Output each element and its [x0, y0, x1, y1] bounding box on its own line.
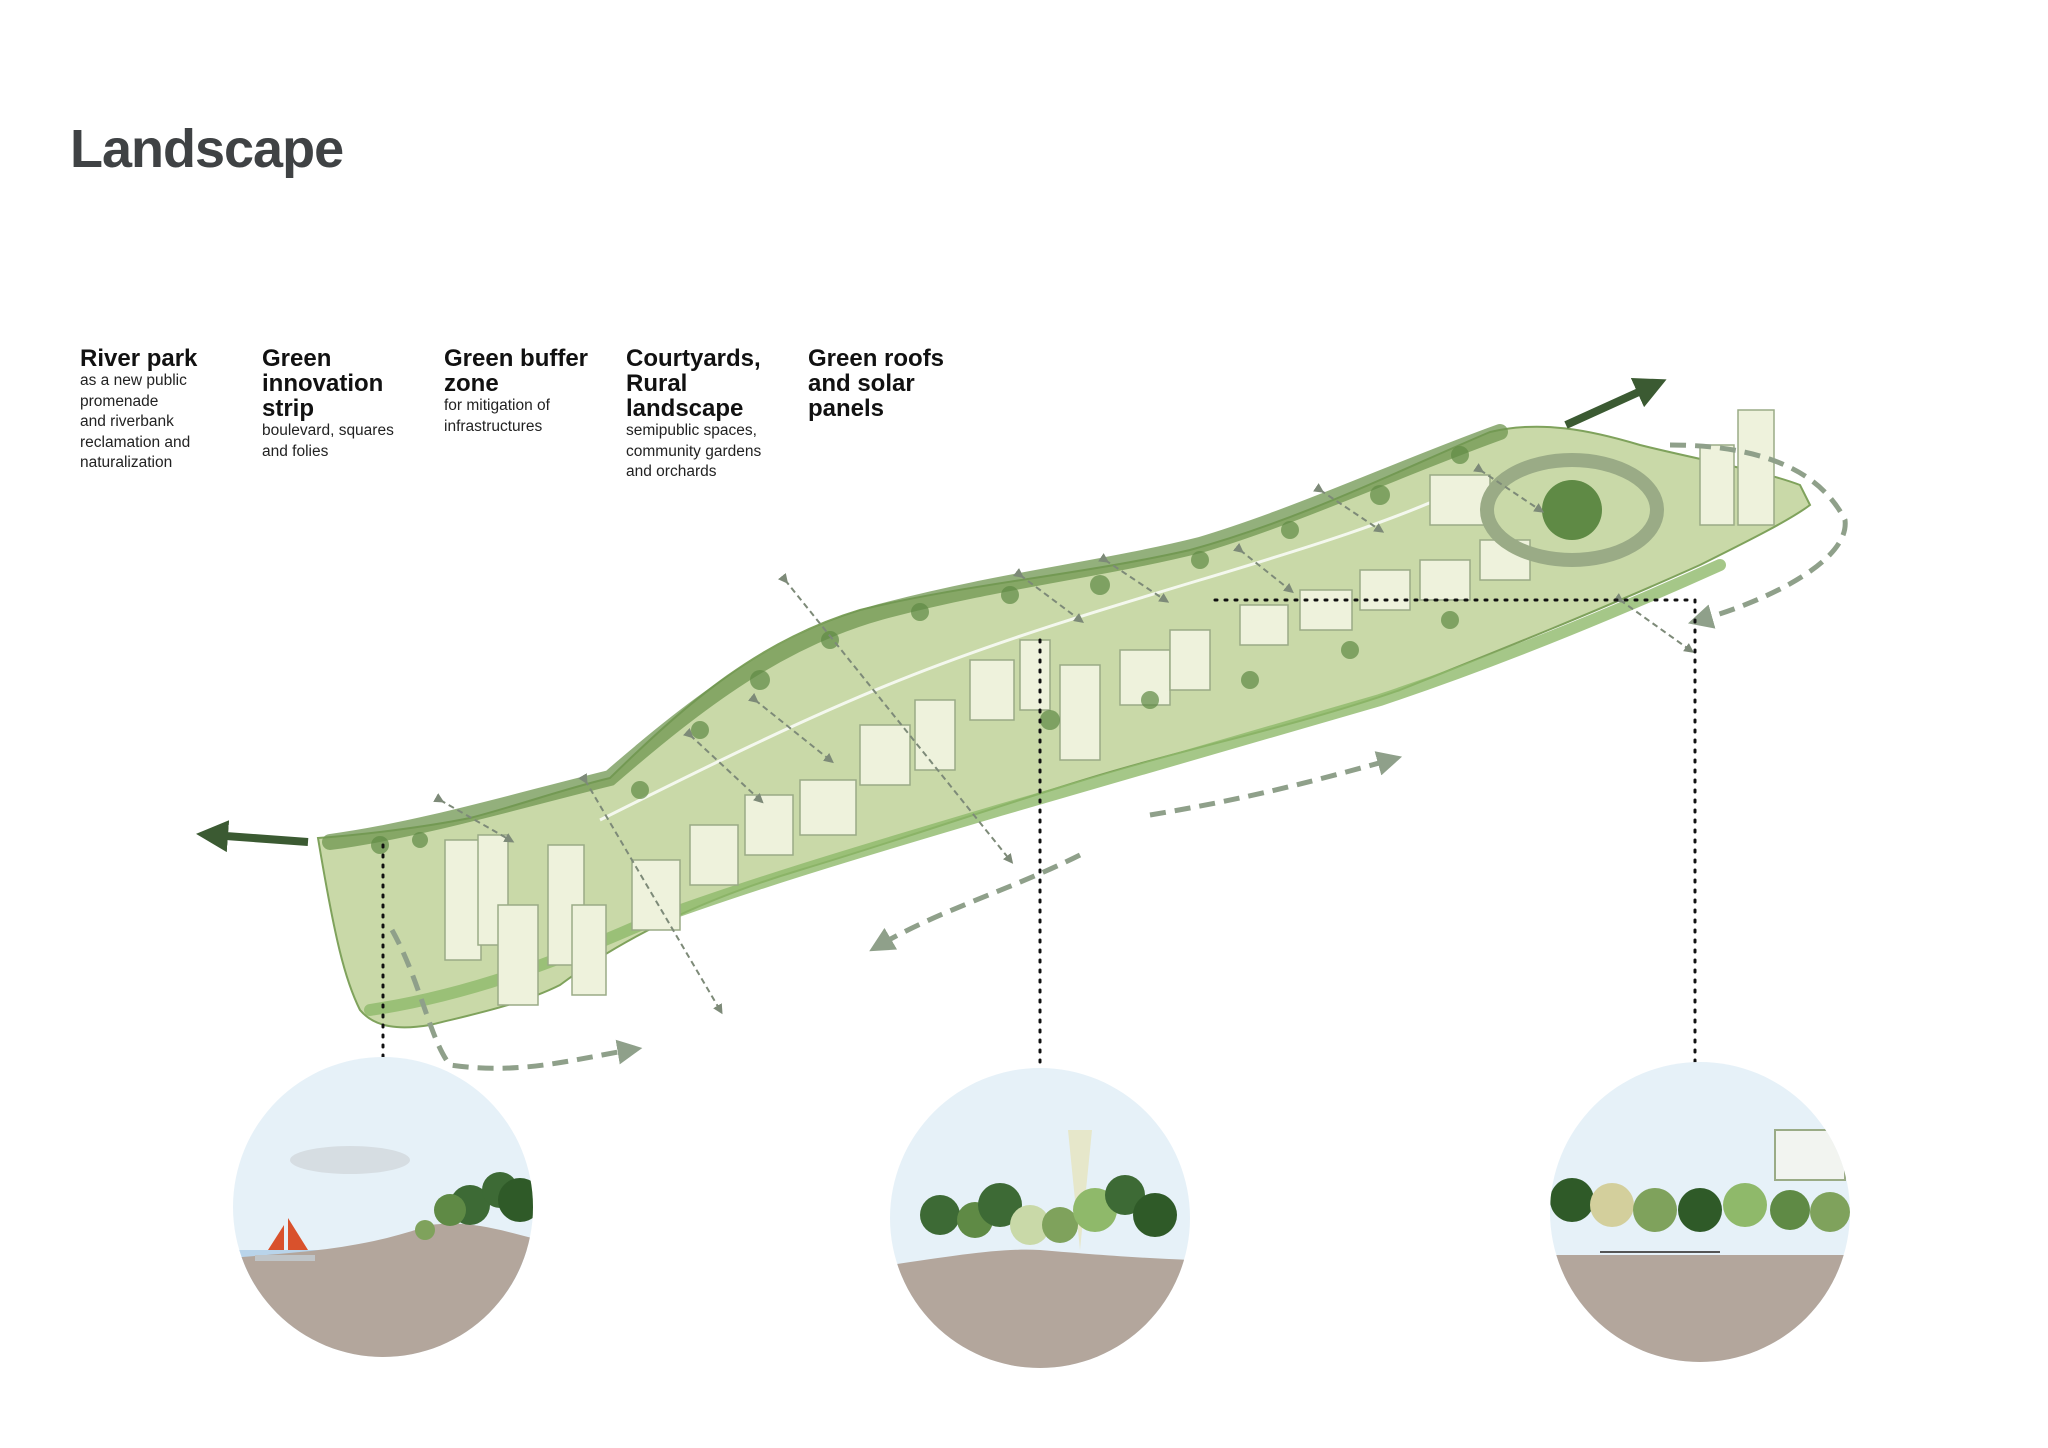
legend-desc: semipublic spaces, community gardens and… [626, 422, 762, 480]
innovation-strip-vignette [890, 1068, 1190, 1368]
legend-desc: for mitigation of infrastructures [444, 397, 550, 435]
tower [1059, 664, 1101, 761]
block [689, 824, 739, 886]
legend-item-courtyards: Courtyards, Rural landscape semipublic s… [626, 346, 801, 483]
courtyard-trees [1542, 480, 1602, 540]
flow-arrows [389, 442, 1848, 1071]
leader-line-courtyard [1213, 598, 1697, 1070]
legend-title: Green buffer zone [444, 345, 589, 397]
legend-item-green-roofs: Green roofs and solar panels [808, 346, 983, 421]
block [799, 779, 857, 836]
courtyard-vignette [1550, 1062, 1850, 1362]
arrow-east [1564, 378, 1667, 429]
tower [497, 904, 539, 1006]
block [744, 794, 794, 856]
legend-title: Green innovation strip [262, 345, 384, 422]
leader-lines [381, 598, 1697, 1070]
page-title: Landscape [70, 119, 344, 179]
block [859, 724, 911, 786]
block [1299, 589, 1353, 631]
legend-item-green-innovation-strip: Green innovation strip boulevard, square… [262, 346, 437, 462]
legend-title: Green roofs and solar panels [808, 345, 945, 422]
block [1419, 559, 1471, 601]
legend-item-river-park: River park as a new public promenade and… [80, 346, 255, 474]
tower [1699, 444, 1735, 526]
block [969, 659, 1015, 721]
block [1239, 604, 1289, 646]
legend-desc: as a new public promenade and riverbank … [80, 372, 191, 471]
tower [571, 904, 607, 996]
legend-item-green-buffer-zone: Green buffer zone for mitigation of infr… [444, 346, 619, 437]
block [914, 699, 956, 771]
legend-title: River park [80, 345, 198, 372]
block [1019, 639, 1051, 711]
block [1169, 629, 1211, 691]
legend-title: Courtyards, Rural landscape [626, 345, 761, 422]
connection-arrows [433, 463, 1695, 1015]
direction-arrows [196, 378, 1667, 853]
river-park-vignette [233, 1057, 533, 1357]
tower [444, 839, 482, 961]
block [1359, 569, 1411, 611]
tower [1737, 409, 1775, 526]
legend-desc: boulevard, squares and folies [262, 422, 394, 460]
arrow-west [196, 820, 309, 853]
